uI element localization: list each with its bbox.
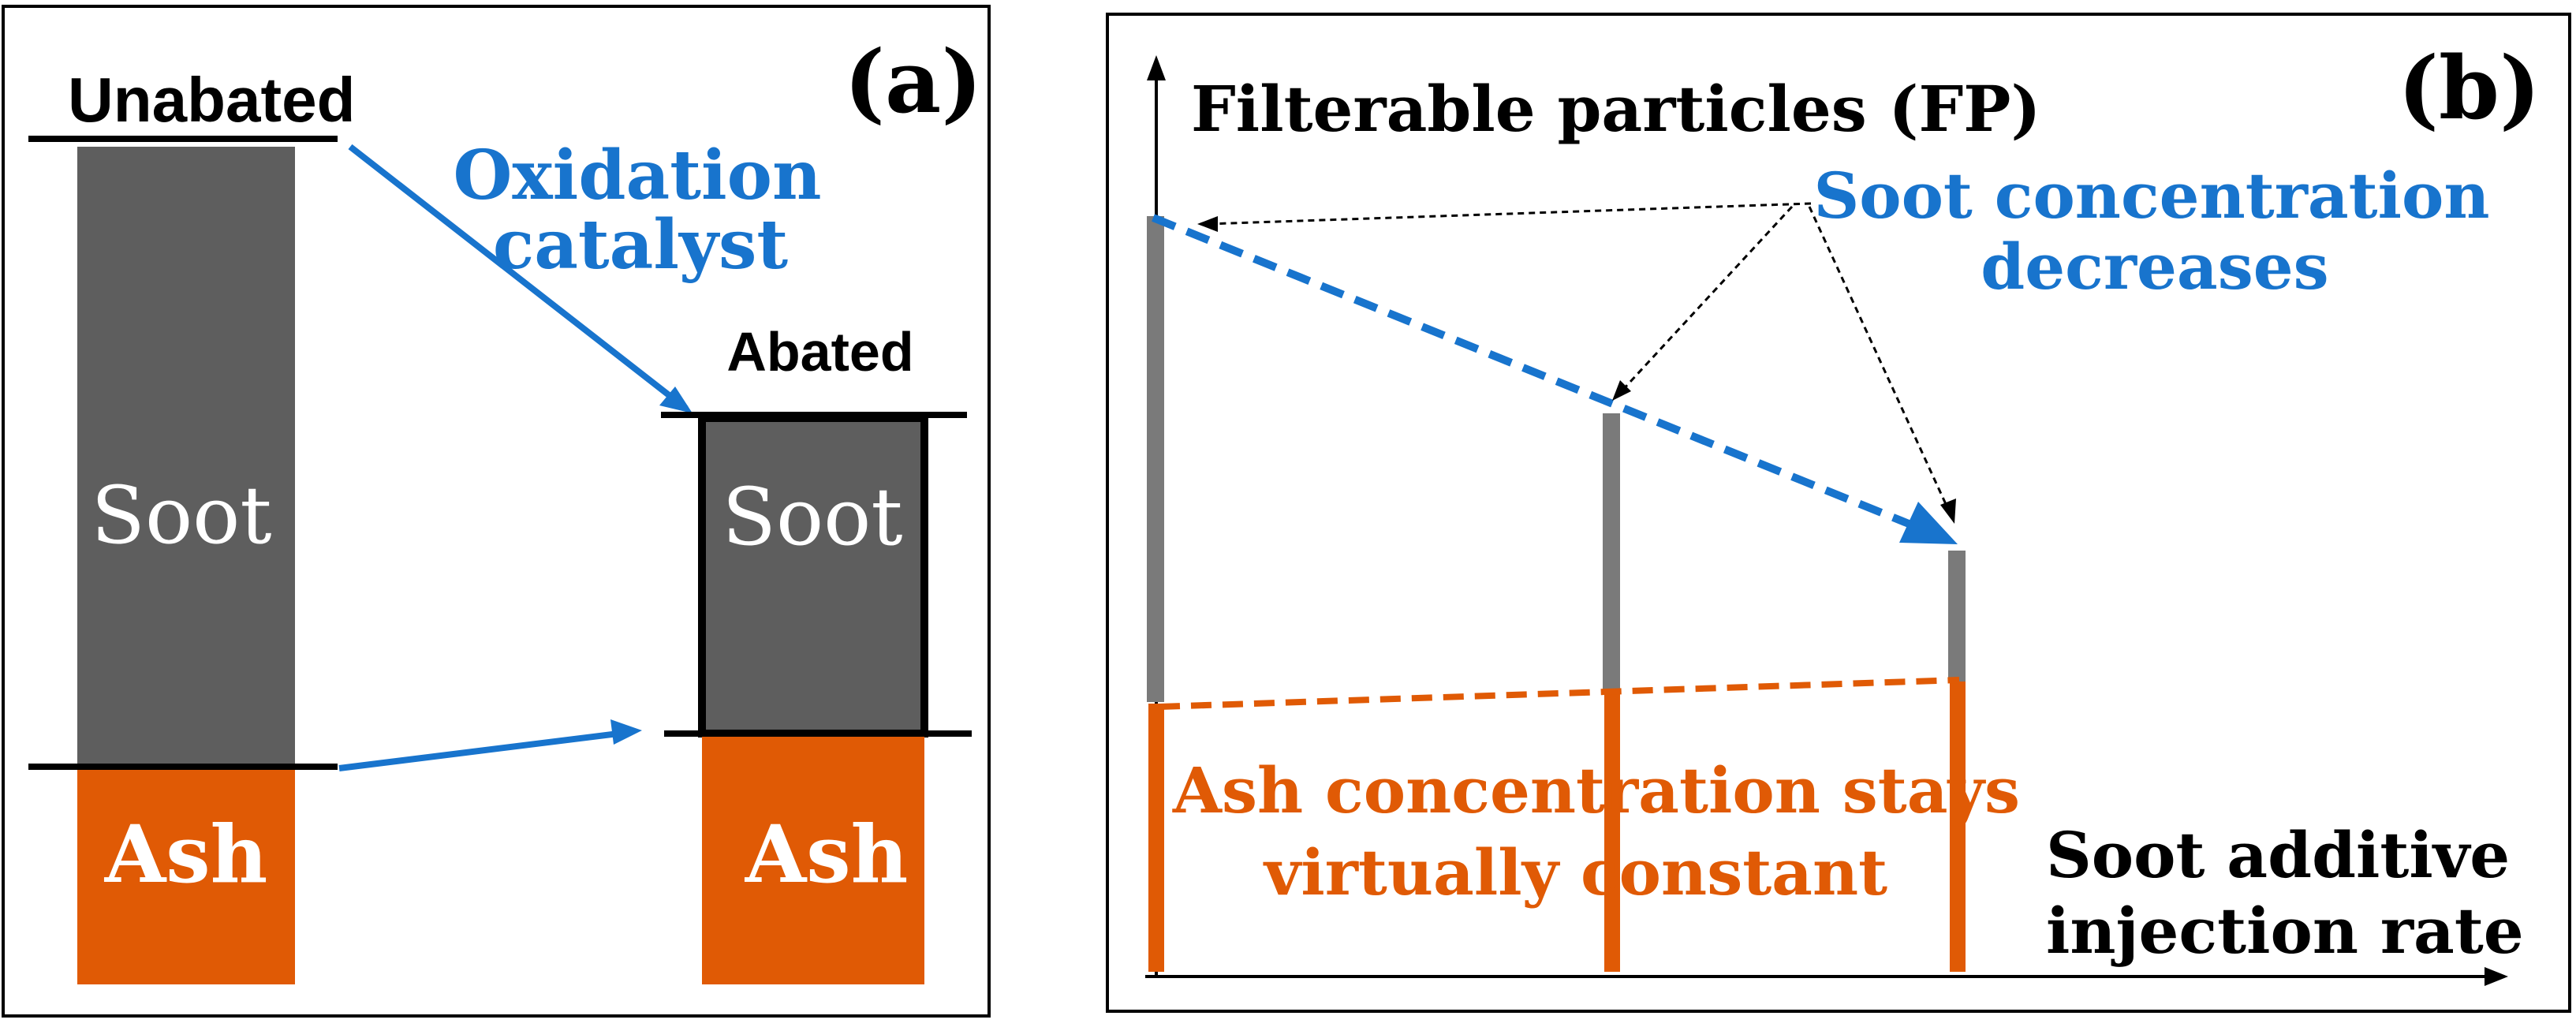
- abated-ash-label: Ash: [745, 808, 909, 901]
- x-axis-arrowhead: [2485, 967, 2508, 986]
- ash-annotation-line1: Ash concentration stays: [1172, 753, 2020, 827]
- unabated-bar: Soot Ash: [28, 136, 338, 984]
- pointer-to-rod-3: [1808, 206, 1951, 514]
- catalyst-arrow-soot-head: [659, 387, 693, 413]
- soot-annotation-line2: decreases: [1981, 230, 2328, 304]
- soot-trend-arrowhead: [1899, 502, 1958, 544]
- abated-soot-label: Soot: [722, 471, 902, 563]
- unabated-soot-label: Soot: [91, 469, 271, 562]
- panel-b-label: (b): [2398, 37, 2541, 139]
- soot-rod-2: [1603, 413, 1620, 691]
- unabated-label: Unabated: [68, 65, 356, 135]
- unabated-ash-label: Ash: [104, 808, 268, 901]
- oxidation-catalyst-label-line1: Oxidation: [454, 136, 822, 215]
- oxidation-catalyst-label-line2: catalyst: [493, 205, 789, 285]
- ash-rod-1: [1148, 704, 1164, 972]
- pointer-to-rod-2: [1618, 205, 1794, 394]
- soot-annotation-line1: Soot concentration: [1813, 159, 2489, 233]
- catalyst-arrow-soot: [348, 144, 689, 412]
- catalyst-arrow-ash-head: [610, 719, 642, 745]
- pointer-to-rod-1-head: [1197, 216, 1218, 232]
- ash-rod-3: [1950, 682, 1966, 972]
- x-axis-label-line1: Soot additive: [2046, 818, 2510, 892]
- ash-annotation-line2: virtually constant: [1263, 835, 1887, 909]
- abated-bar: Soot Ash: [661, 412, 972, 984]
- ash-trend-line: [1159, 677, 1960, 710]
- soot-rod-1: [1147, 216, 1164, 702]
- panel-b: (b) Filterable particles (FP) Soot addit…: [1106, 13, 2571, 1013]
- unabated-ash-segment: [77, 768, 295, 984]
- panel-a: (a) Soot Ash Unabated Oxidation catalyst…: [2, 5, 991, 1018]
- pointer-to-rod-2-head: [1612, 380, 1631, 401]
- catalyst-arrow-ash: [338, 729, 632, 771]
- pointer-to-rod-1: [1206, 202, 1812, 226]
- ash-rod-2: [1604, 691, 1620, 972]
- soot-annotation-pointers: [1197, 202, 1956, 524]
- pointer-to-rod-3-head: [1940, 499, 1956, 524]
- unabated-soot-segment: [77, 147, 295, 768]
- x-axis-label-line2: injection rate: [2046, 894, 2524, 968]
- panel-a-label: (a): [844, 31, 982, 133]
- y-axis-label: Filterable particles (FP): [1191, 72, 2040, 146]
- y-axis-arrowhead: [1147, 55, 1166, 80]
- soot-rod-3: [1948, 551, 1966, 682]
- abated-ash-segment: [702, 737, 924, 984]
- soot-trend-line: [1152, 214, 1910, 528]
- abated-label: Abated: [726, 321, 913, 383]
- abated-soot-segment: [698, 414, 928, 738]
- panel-b-frame: [1106, 13, 2571, 1013]
- panel-a-frame: [2, 5, 991, 1018]
